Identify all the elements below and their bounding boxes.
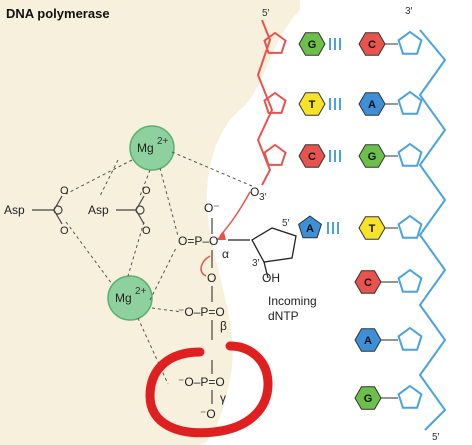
template-sugar-4 [397,268,423,293]
template-base-1 [358,92,386,116]
primer-base-label-2: C [308,151,316,163]
template-base-label-5: A [364,335,372,347]
template-strand [418,29,447,431]
template-base-2 [358,144,386,168]
incoming-label-line2: dNTP [268,309,299,323]
template-base-3 [358,216,386,240]
primer-sugar-2 [263,143,287,166]
asp2-o-top: O [142,185,151,197]
mg-bottom-label: Mg [115,291,132,305]
template-sugar-1 [397,90,423,115]
primer-strand [256,19,274,186]
template-base-label-3: T [369,223,376,235]
attack-arrow [219,191,251,237]
primer-base-label-1: T [309,99,316,111]
asp1-o-bottom: O [60,225,69,237]
mg-ion-top: Mg 2+ [129,125,175,171]
template-base-label-4: C [364,277,372,289]
asp-carboxylates [32,195,145,225]
sugar-hydroxyl: OH [262,271,280,285]
primer-base-0 [298,32,326,56]
bridge-oxygen-ab: O [207,271,216,285]
mg-ion-bottom: Mg 2+ [107,275,153,321]
leaving-arrow [200,255,211,277]
asp-residue-2: Asp [88,203,109,217]
primer-sugar-0 [263,31,287,54]
sugar-3prime-label: 3′ [252,258,260,269]
alpha-greek: α [222,247,229,261]
template-sugar-0 [397,30,423,55]
asp-residue-1: Asp [4,203,25,217]
attack-arrowhead [216,232,226,240]
primer-3prime-oxygen: O [250,185,259,199]
alpha-top-oxygen: O⁻ [204,201,220,215]
template-sugar-2 [397,142,423,167]
asp2-o-bottom: O [142,225,151,237]
template-base-label-2: G [368,151,377,163]
primer-base-1 [298,92,326,116]
incoming-label-line1: Incoming [268,294,317,308]
beta-phosphate: ⁻O–P=O [178,305,225,319]
primer-sugar-1 [263,91,287,114]
mg-top-charge: 2+ [157,136,169,147]
template-base-6 [354,386,382,410]
incoming-sugar [228,227,297,279]
template-base-5 [354,328,382,352]
template-sugar-6 [397,384,423,409]
coordination-lines [65,151,253,385]
beta-greek: β [220,319,227,333]
gamma-highlight-circle [145,341,273,438]
template-base-0 [358,32,386,56]
asp1-o-top: O [60,185,69,197]
primer-5prime-label: 5′ [262,8,270,19]
enzyme-body [0,0,300,445]
template-base-4 [354,270,382,294]
gamma-greek: γ [220,391,226,405]
gamma-phosphate: ⁻O–P=O [178,375,225,389]
enzyme-title: DNA polymerase [6,6,110,21]
alpha-phosphate: O=P–O [178,234,218,248]
gamma-bottom-oxygen: ⁻O [200,407,216,421]
template-sugar-5 [397,326,423,351]
incoming-base-label: A [306,223,314,235]
template-5prime-label: 5′ [432,432,440,443]
template-base-label-0: C [368,39,376,51]
template-sugar-3 [397,214,423,239]
primer-3prime-sub: 3′ [259,192,267,203]
primer-base-2 [298,144,326,168]
template-3prime-label: 3′ [405,6,413,17]
template-base-label-6: G [364,393,373,405]
template-base-label-1: A [368,99,376,111]
mg-bottom-charge: 2+ [135,286,147,297]
sugar-5prime-label: 5′ [282,218,290,229]
incoming-base [298,215,322,239]
primer-base-label-0: G [308,39,317,51]
mg-top-label: Mg [137,141,154,155]
